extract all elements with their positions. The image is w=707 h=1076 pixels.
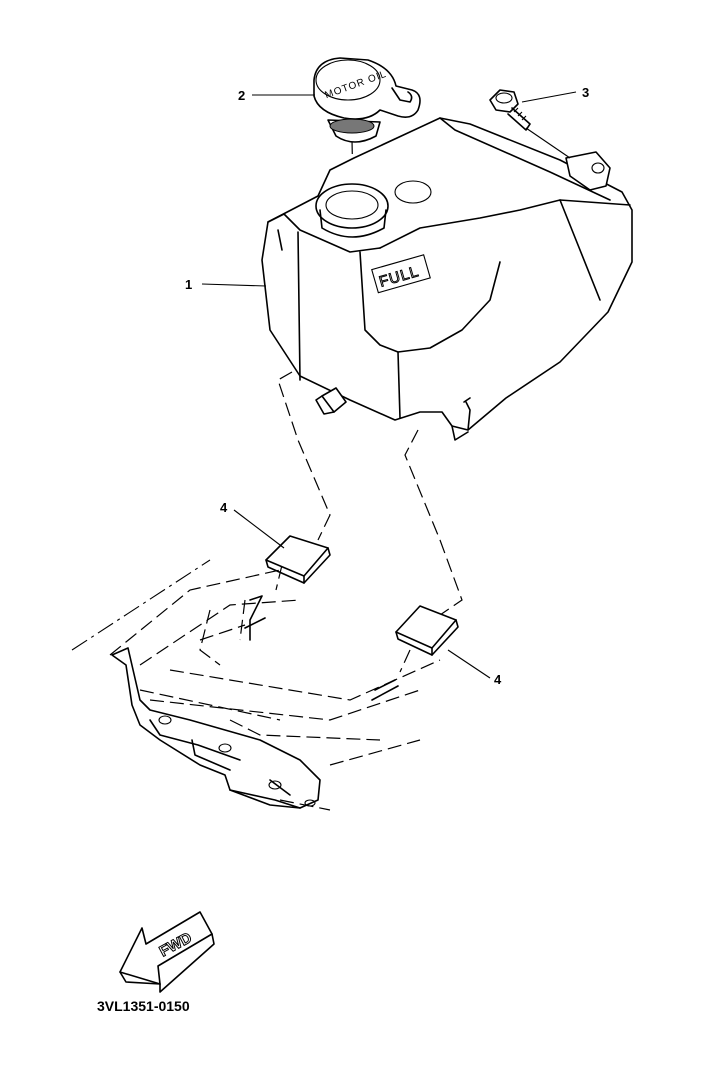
oil-tank: FULL <box>261 117 633 441</box>
rubber-damper-right <box>395 605 459 656</box>
diagram-part-number: 3VL1351-0150 <box>97 998 190 1014</box>
callout-1: 1 <box>185 277 192 292</box>
callout-3: 3 <box>582 85 589 100</box>
callout-4-left: 4 <box>220 500 228 515</box>
oil-tank-cap: MOTOR OIL <box>313 57 421 143</box>
callout-2: 2 <box>238 88 245 103</box>
forward-direction-arrow-icon: FWD <box>119 911 215 993</box>
leader-lines <box>201 91 577 679</box>
frame-bracket <box>71 559 441 811</box>
rubber-damper-left <box>265 535 331 584</box>
callout-4-right: 4 <box>494 672 502 687</box>
bolt <box>489 89 571 159</box>
